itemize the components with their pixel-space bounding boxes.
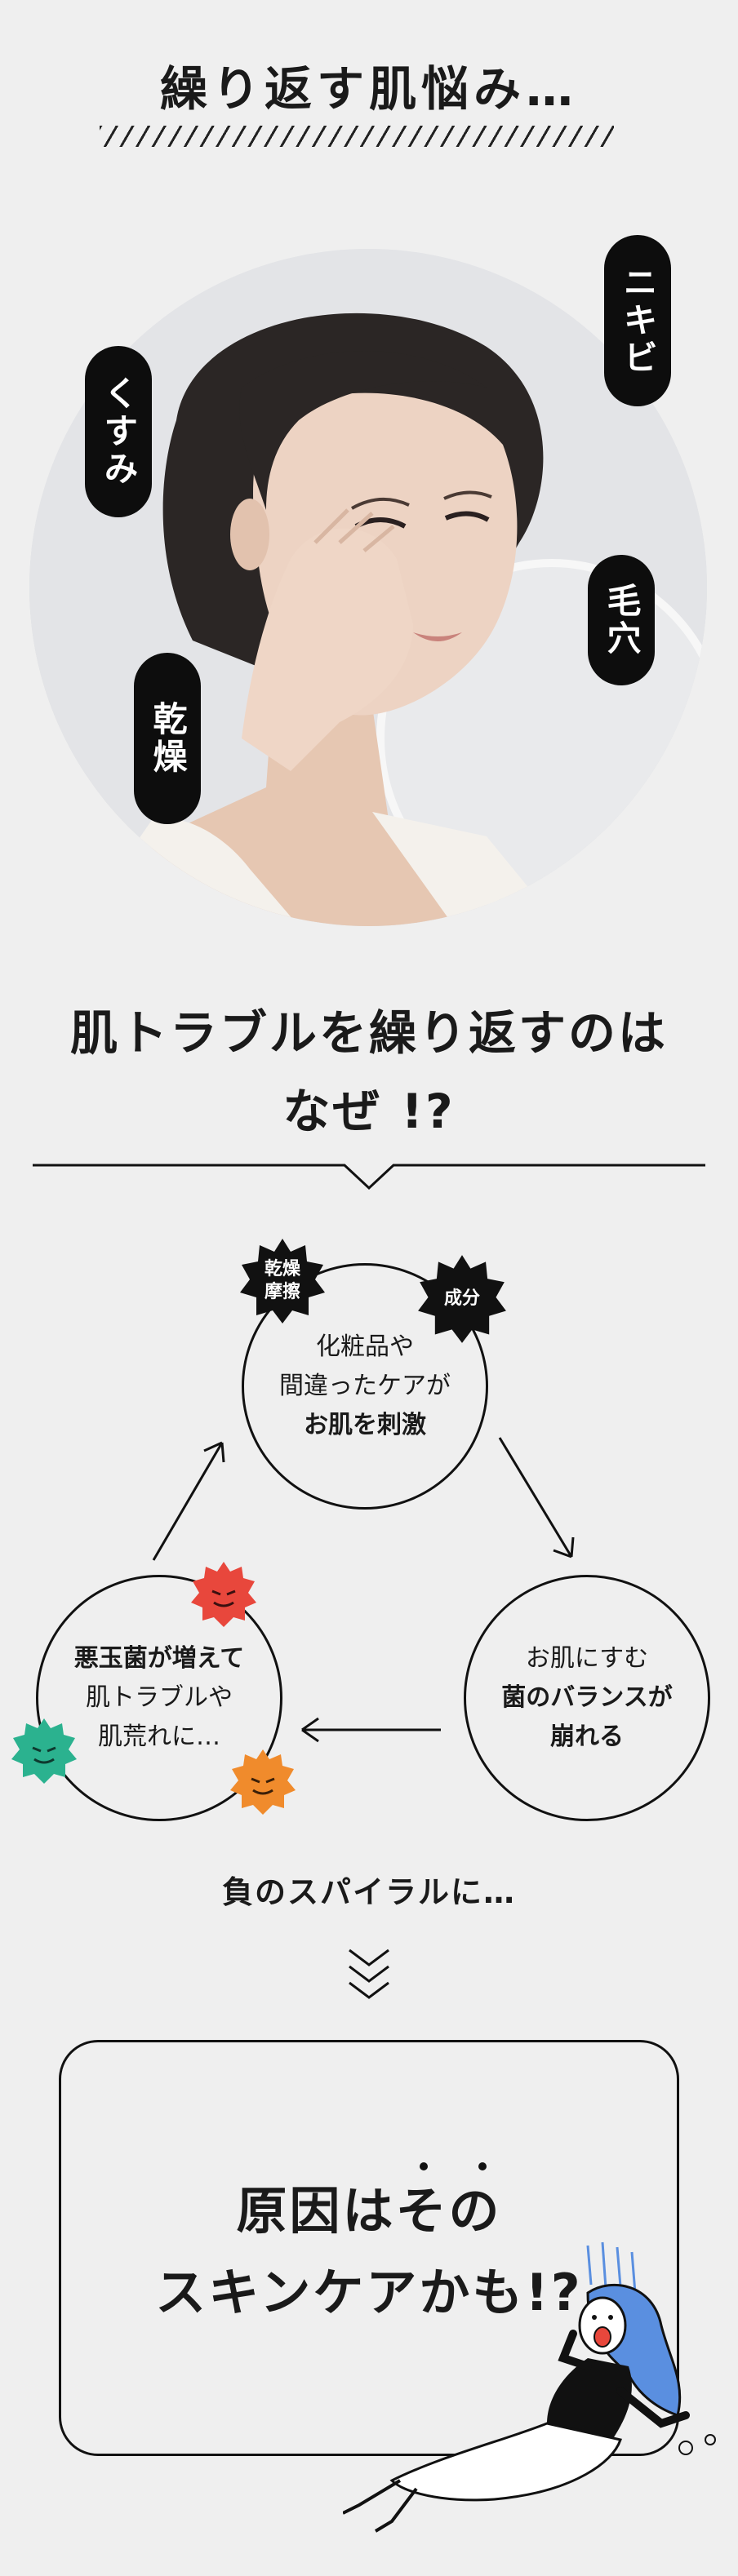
hero-title: 繰り返す肌悩み… [159, 61, 578, 117]
cycle-step-trouble-line1: 悪玉菌が増えて [73, 1644, 245, 1673]
cause-message-line1: 原因はその [236, 2181, 502, 2241]
badge-dryness-friction: 乾燥 摩擦 [238, 1237, 327, 1325]
concern-tag-acne: ニキビ [604, 235, 671, 406]
cycle-step-irritation-line2: 間違ったケアが [279, 1372, 451, 1400]
chevrons-down-icon [349, 1949, 389, 1999]
why-heading-line1: 肌トラブルを繰り返すのは [69, 1005, 668, 1061]
cause-message-line2: スキンケアかも!? [155, 2263, 583, 2322]
emphasis-dot [478, 2162, 487, 2170]
badge-ingredients-label: 成分 [443, 1288, 480, 1309]
speech-divider [33, 1164, 705, 1190]
cycle-step-trouble-line3: 肌荒れに… [98, 1723, 220, 1751]
cycle-step-imbalance: お肌にすむ 菌のバランスが 崩れる [464, 1575, 710, 1821]
hatched-divider [100, 126, 614, 147]
germ-red-icon [191, 1562, 256, 1627]
negative-spiral-text: 負のスパイラルに… [221, 1874, 516, 1910]
badge-dryness-line2: 摩擦 [264, 1282, 300, 1302]
why-heading-line2: なぜ !? [282, 1084, 456, 1139]
badge-dryness-line1: 乾燥 [264, 1259, 300, 1279]
concern-tag-dullness: くすみ [85, 346, 152, 517]
emphasis-dot [420, 2162, 428, 2170]
concern-tag-dryness: 乾燥 [134, 653, 201, 824]
germ-green-icon [11, 1718, 77, 1784]
badge-ingredients: 成分 [416, 1253, 508, 1345]
shocked-woman-illustration [343, 2241, 716, 2533]
concern-tag-pores: 毛穴 [588, 555, 655, 685]
cycle-step-irritation-line3: お肌を刺激 [304, 1411, 426, 1439]
burst-shape-icon [418, 1255, 506, 1343]
cause-message: 原因はその スキンケアかも!? [59, 2170, 679, 2334]
germ-orange-icon [230, 1749, 296, 1815]
cycle-step-imbalance-line1: お肌にすむ [525, 1644, 649, 1673]
burst-shape-icon [240, 1239, 325, 1323]
cycle-step-irritation-line1: 化粧品や [316, 1332, 414, 1361]
cycle-step-imbalance-line3: 崩れる [550, 1723, 624, 1751]
cycle-step-imbalance-line2: 菌のバランスが [501, 1683, 673, 1712]
cycle-step-trouble-line2: 肌トラブルや [86, 1683, 233, 1712]
why-heading: 肌トラブルを繰り返すのは なぜ !? [0, 994, 738, 1151]
cycle-arrows [152, 1437, 575, 1743]
